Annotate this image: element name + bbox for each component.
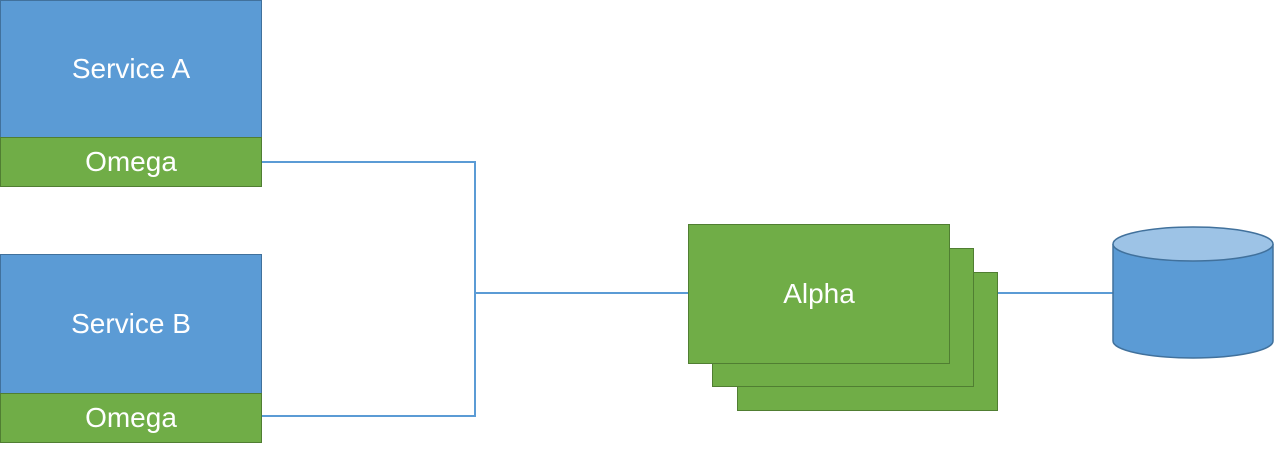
connector-service-b bbox=[261, 293, 476, 417]
connector-service-a bbox=[261, 161, 476, 293]
service-a-label: Service A bbox=[71, 53, 191, 84]
service-a-omega-box: Omega bbox=[0, 137, 262, 187]
service-b-box: Service B bbox=[0, 254, 262, 394]
service-b-label: Service B bbox=[71, 308, 191, 339]
service-b-omega-box: Omega bbox=[0, 393, 262, 443]
service-a-box: Service A bbox=[0, 0, 262, 138]
service-b-omega-label: Omega bbox=[85, 402, 177, 433]
database-icon bbox=[1112, 226, 1274, 359]
service-a-omega-label: Omega bbox=[85, 146, 177, 177]
alpha-box: Alpha bbox=[688, 224, 950, 364]
alpha-label: Alpha bbox=[783, 278, 855, 309]
